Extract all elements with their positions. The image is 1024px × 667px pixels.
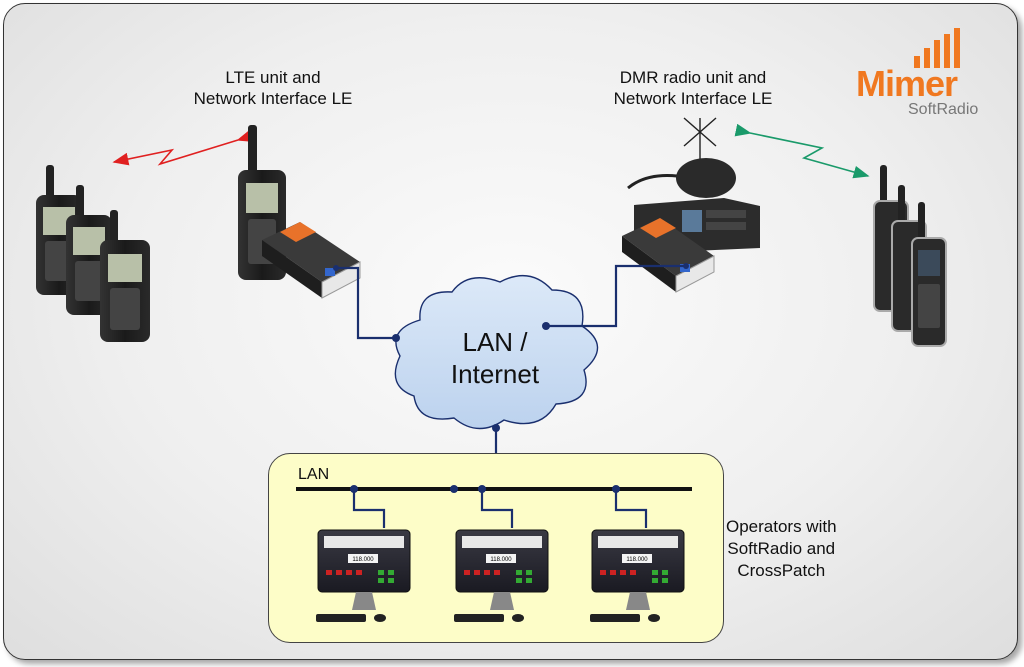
operator-pc-3: 118.000 (590, 529, 685, 622)
operator-pc-1: 118.000 (316, 529, 411, 622)
network-interface-le-right (622, 218, 715, 293)
dmr-label-line-2: Network Interface LE (613, 89, 773, 108)
lte-label-line-2: Network Interface LE (193, 89, 353, 108)
operators-line-2: SoftRadio and (727, 539, 836, 558)
cloud-label-line-2: Internet (450, 359, 540, 389)
screen-readout: 118.000 (352, 557, 374, 563)
operator-pc-2: 118.000 (454, 529, 549, 622)
lte-label-line-1: LTE unit and (225, 68, 321, 87)
mimer-logo-icon (914, 28, 960, 68)
lan-label: LAN (298, 466, 330, 483)
mimer-logo: Mimer (856, 63, 958, 104)
screen-readout: 118.000 (490, 557, 512, 563)
dmr-radio-link (734, 123, 870, 179)
dmr-unit-label: DMR radio unit and Network Interface LE (588, 67, 798, 109)
cloud-label-line-1: LAN / (462, 327, 528, 357)
operators-line-1: Operators with (726, 517, 837, 536)
dmr-label-line-1: DMR radio unit and (619, 68, 767, 87)
lte-unit-label: LTE unit and Network Interface LE (168, 67, 378, 109)
lte-radio-link (112, 129, 254, 166)
operators-line-3: CrossPatch (737, 561, 826, 580)
lte-handheld-radios (36, 165, 150, 342)
cloud-label: LAN / Internet (430, 326, 560, 390)
operators-label: Operators with SoftRadio and CrossPatch (726, 516, 837, 582)
link-nodes (333, 263, 689, 432)
softradio-logo-subtitle: SoftRadio (908, 101, 979, 118)
screen-readout: 118.000 (626, 557, 648, 563)
dmr-handheld-radios (873, 165, 947, 347)
lan-internet-cloud (394, 274, 599, 430)
